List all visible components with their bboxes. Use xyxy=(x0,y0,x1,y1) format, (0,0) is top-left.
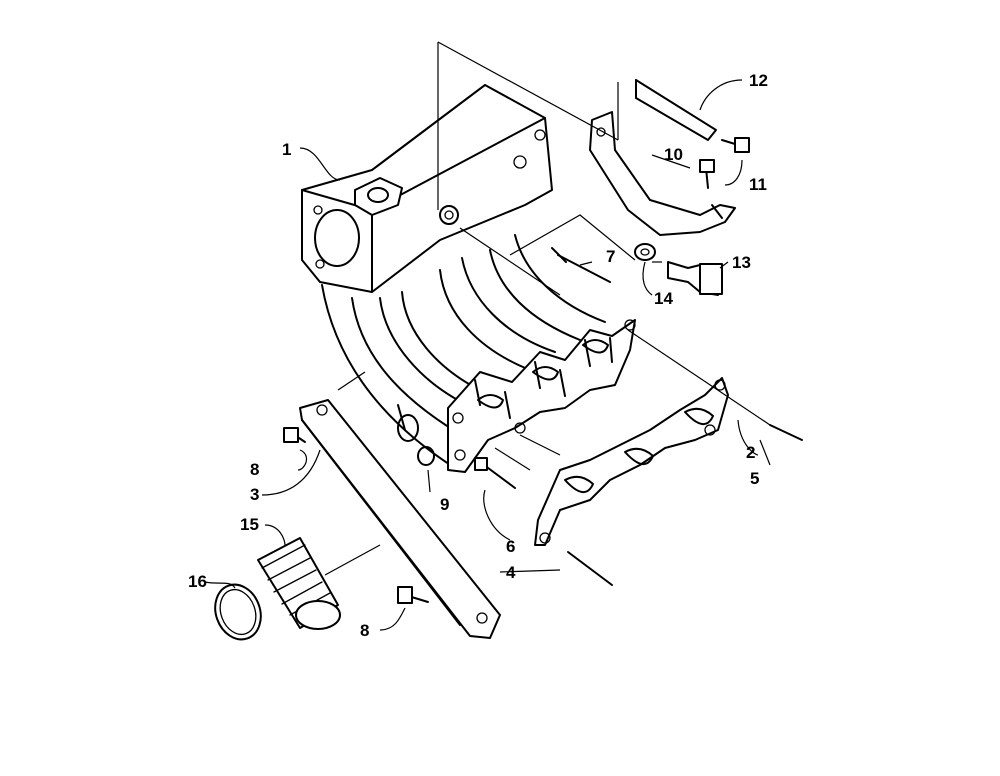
callout-10: 10 xyxy=(664,145,683,164)
callout-6: 6 xyxy=(506,537,515,556)
callout-7: 7 xyxy=(606,247,615,266)
callout-16: 16 xyxy=(188,572,207,591)
intake-manifold-part xyxy=(301,84,606,469)
hose-clamp-part xyxy=(214,583,262,641)
callout-2: 2 xyxy=(746,443,755,462)
support-bracket-bar-part xyxy=(299,399,501,639)
callout-12: 12 xyxy=(749,71,768,90)
callout-1: 1 xyxy=(282,140,291,159)
callout-11: 11 xyxy=(749,175,767,194)
cylinder-head-flange-part xyxy=(447,319,636,473)
mounting-bracket-part xyxy=(589,79,736,236)
callout-8-lower: 8 xyxy=(360,621,369,640)
callout-14: 14 xyxy=(654,289,673,308)
callout-9: 9 xyxy=(440,495,449,514)
callout-15: 15 xyxy=(240,515,259,534)
manifold-gasket-part xyxy=(534,377,729,546)
callout-4: 4 xyxy=(506,563,516,582)
callout-5: 5 xyxy=(750,469,759,488)
leader-lines xyxy=(204,41,771,631)
fastener-parts xyxy=(283,137,803,604)
callout-13: 13 xyxy=(732,253,751,272)
callout-8-upper: 8 xyxy=(250,460,259,479)
callout-3: 3 xyxy=(250,485,259,504)
intake-boot-part xyxy=(257,537,341,630)
callout-labels: 1 2 3 4 5 6 7 8 8 9 10 11 12 13 14 15 16 xyxy=(188,71,768,640)
